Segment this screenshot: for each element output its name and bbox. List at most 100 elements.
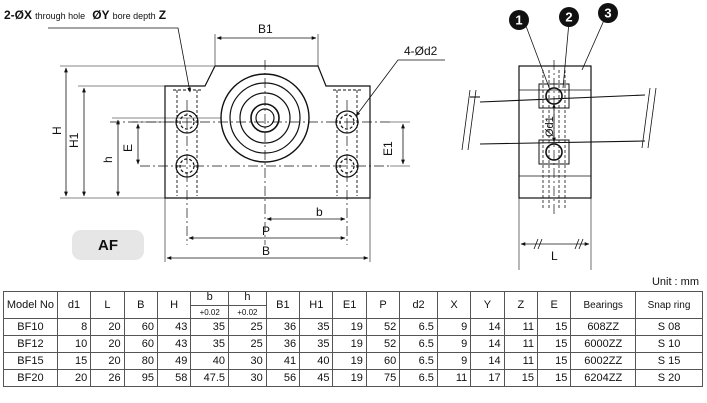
col-header: X — [436, 291, 472, 319]
table-cell: 40 — [190, 352, 230, 370]
callout-2-number: 2 — [565, 10, 572, 25]
table-cell: 15 — [537, 352, 572, 370]
unit-label: Unit : mm — [651, 276, 699, 288]
table-cell: 17 — [470, 369, 505, 387]
table-cell: 40 — [299, 352, 334, 370]
model-cell: BF12 — [3, 335, 58, 353]
table-cell: 15 — [537, 369, 572, 387]
col-header: B — [123, 291, 158, 319]
table-cell: 60 — [123, 318, 158, 336]
callout-2: 2 — [559, 7, 579, 27]
table-cell: 14 — [470, 352, 505, 370]
table-cell: 11 — [503, 318, 539, 336]
table-cell: 52 — [365, 318, 401, 336]
table-cell: 6.5 — [399, 352, 438, 370]
table-cell: 9 — [436, 318, 472, 336]
col-header-h: h +0.02 — [228, 291, 267, 319]
table-cell: 6000ZZ — [570, 335, 637, 353]
table-cell: 20 — [90, 318, 125, 336]
model-cell: BF15 — [3, 352, 58, 370]
table-cell: 36 — [265, 318, 301, 336]
table-cell: 608ZZ — [570, 318, 637, 336]
table-cell: 11 — [503, 335, 539, 353]
table-cell: 6002ZZ — [570, 352, 637, 370]
table-cell: 6.5 — [399, 369, 438, 387]
table-cell: 52 — [365, 335, 401, 353]
table-cell: S 08 — [635, 318, 703, 336]
spec-table: Model No d1 L B H b+0.02 h+0.02 B1 H1 E1… — [3, 291, 703, 387]
table-cell: 95 — [123, 369, 158, 387]
hole-note: 2-ØX through hole ØY bore depth Z — [4, 8, 166, 22]
table-cell: 15 — [56, 352, 92, 370]
dim-l: L — [551, 249, 558, 263]
dim-b-small: b — [316, 205, 323, 219]
col-header-b-tolerance: +0.02 — [191, 305, 229, 318]
table-cell: S 10 — [635, 335, 703, 353]
table-cell: 25 — [228, 318, 267, 336]
callout-3-number: 3 — [604, 6, 611, 21]
dim-e1: E1 — [381, 141, 395, 156]
table-cell: 15 — [537, 318, 572, 336]
col-header: H — [156, 291, 192, 319]
callout-1-number: 1 — [515, 13, 522, 28]
col-header: E1 — [332, 291, 367, 319]
table-cell: 6204ZZ — [570, 369, 637, 387]
table-cell: 49 — [156, 352, 192, 370]
col-header: d2 — [399, 291, 438, 319]
table-cell: 8 — [56, 318, 92, 336]
dim-e: E — [121, 143, 135, 152]
dim-b1: B1 — [258, 22, 273, 36]
table-cell: 11 — [436, 369, 472, 387]
table-cell: 15 — [537, 335, 572, 353]
col-header-b: b+0.02 — [190, 291, 230, 319]
table-cell: 58 — [156, 369, 192, 387]
table-cell: 60 — [123, 335, 158, 353]
col-header: B1 — [265, 291, 301, 319]
table-cell: 20 — [90, 335, 125, 353]
table-cell: 25 — [228, 335, 267, 353]
model-cell: BF20 — [3, 369, 58, 387]
housing-outline — [164, 65, 371, 199]
model-cell: BF10 — [3, 318, 58, 336]
dim-h1: H1 — [67, 132, 81, 148]
side-view — [461, 17, 657, 270]
table-cell: 19 — [332, 335, 367, 353]
callout-3: 3 — [598, 3, 618, 23]
drawing-canvas: 1 2 3 — [48, 3, 657, 270]
hole-note-depth: bore depth — [112, 11, 156, 21]
col-header-h-tolerance: +0.02 — [229, 305, 266, 318]
table-cell: 45 — [299, 369, 334, 387]
dim-p: P — [262, 224, 271, 238]
table-cell: 60 — [365, 352, 401, 370]
table-cell: 10 — [56, 335, 92, 353]
table-cell: 75 — [365, 369, 401, 387]
col-header: Bearings — [570, 291, 637, 319]
table-cell: 43 — [156, 335, 192, 353]
table-cell: 30 — [228, 369, 267, 387]
table-cell: 19 — [332, 318, 367, 336]
table-cell: 19 — [332, 352, 367, 370]
table-cell: 14 — [470, 335, 505, 353]
table-cell: 26 — [90, 369, 125, 387]
col-header-h-label: h — [244, 291, 251, 303]
callout-1: 1 — [509, 10, 529, 30]
col-header: Model No — [3, 291, 58, 319]
type-badge: AF — [72, 230, 144, 260]
table-cell: 19 — [332, 369, 367, 387]
col-header: L — [90, 291, 125, 319]
hole-note-through: through hole — [35, 11, 86, 21]
dim-b-cap: B — [262, 244, 271, 258]
table-cell: 56 — [265, 369, 301, 387]
col-header: Snap ring — [635, 291, 703, 319]
table-cell: 6.5 — [399, 335, 438, 353]
table-cell: 35 — [190, 335, 230, 353]
table-cell: S 15 — [635, 352, 703, 370]
table-cell: 9 — [436, 335, 472, 353]
col-header: d1 — [56, 291, 92, 319]
table-cell: 11 — [503, 352, 539, 370]
table-cell: 30 — [228, 352, 267, 370]
table-cell: 9 — [436, 352, 472, 370]
